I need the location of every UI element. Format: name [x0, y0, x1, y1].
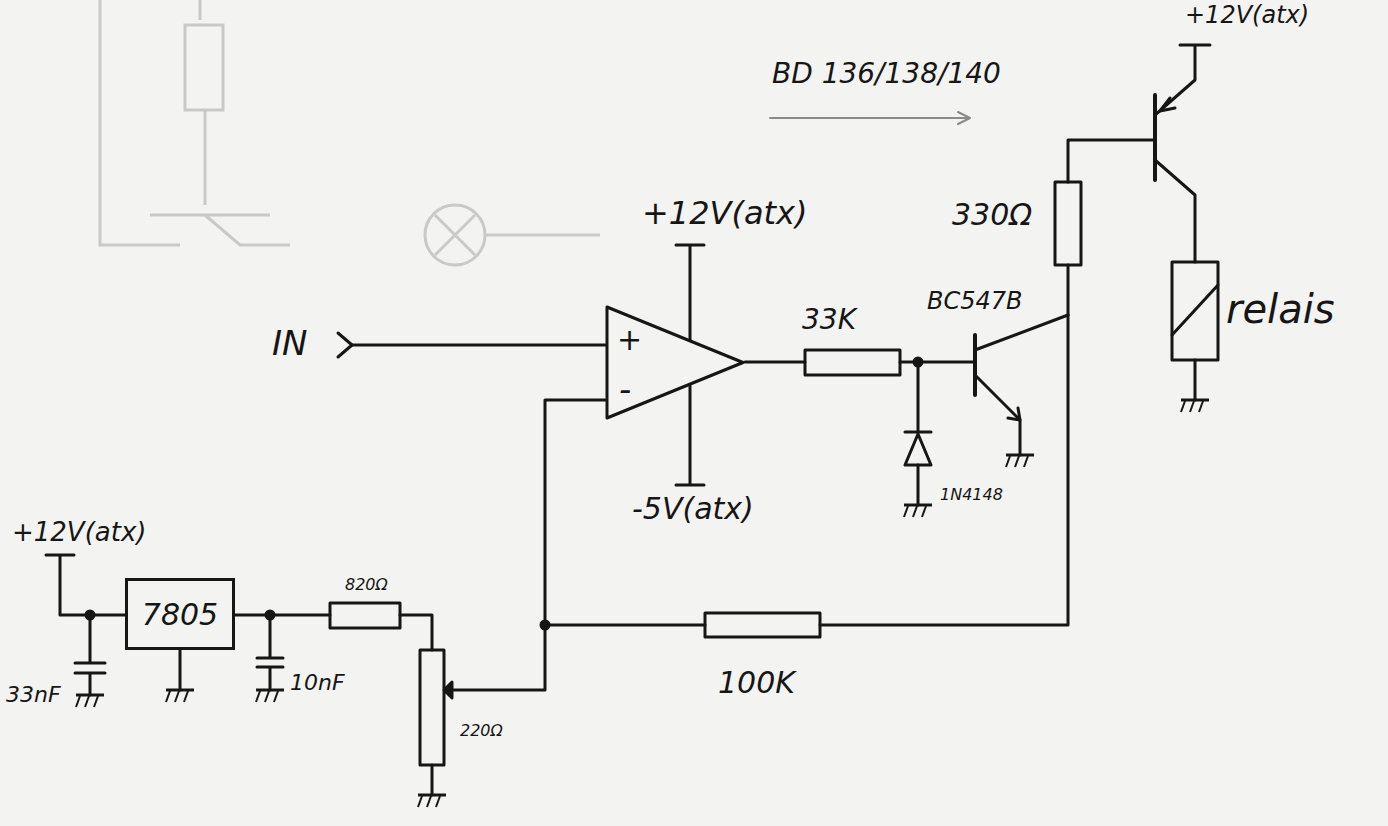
wire	[545, 624, 705, 627]
wire	[452, 400, 605, 690]
relay-coil	[1172, 285, 1218, 335]
transistor-arrow	[1160, 98, 1175, 111]
wire	[900, 361, 975, 364]
input-arrow	[338, 333, 352, 357]
wire	[179, 650, 182, 690]
relay-coil	[1172, 262, 1218, 360]
supply-rail	[676, 386, 704, 485]
pin-sign: +	[617, 323, 642, 356]
supply-label: -5V(atx)	[630, 492, 756, 527]
supply-label: +12V(atx)	[10, 518, 148, 548]
supply-label: +12V(atx)	[640, 195, 809, 232]
resistor-value: 330Ω	[950, 198, 1034, 233]
leader-arrow	[770, 112, 970, 124]
capacitor-symbol	[75, 615, 105, 695]
pin-sign: -	[619, 371, 631, 408]
capacitor-value: 33nF	[4, 682, 63, 707]
wire	[431, 765, 434, 795]
diode-symbol	[905, 434, 931, 465]
wire	[235, 614, 330, 617]
transistor-symbol	[1155, 45, 1210, 115]
part-number: BC547B	[925, 288, 1025, 316]
opamp-triangle: +-	[605, 305, 745, 420]
potentiometer-value: 220Ω	[458, 722, 505, 740]
resistor-value: 820Ω	[343, 576, 390, 594]
wire	[917, 465, 920, 505]
part-name: relais	[1224, 286, 1337, 332]
supply-label: +12V(atx)	[1183, 2, 1311, 30]
transistor-symbol	[973, 335, 977, 395]
transistor-arrow	[1008, 408, 1020, 420]
wire	[820, 315, 1068, 625]
signal-name: IN	[270, 324, 309, 363]
resistor-symbol	[705, 613, 820, 637]
resistor-symbol	[1055, 182, 1081, 265]
capacitor-symbol	[257, 615, 283, 690]
resistor-symbol	[330, 603, 400, 628]
part-number: 7805	[142, 598, 218, 631]
supply-rail	[46, 555, 125, 615]
wire	[1068, 140, 1155, 182]
capacitor-value: 10nF	[288, 670, 347, 695]
transistor-symbol	[975, 315, 1068, 350]
regulator-box: 7805	[125, 578, 235, 650]
transistor-symbol	[1153, 95, 1157, 180]
wire	[400, 615, 432, 650]
potentiometer-symbol	[420, 650, 444, 765]
resistor-value: 100K	[716, 666, 797, 701]
wire	[1067, 265, 1070, 315]
ghost-sketch	[100, 0, 600, 265]
supply-rail	[676, 245, 704, 340]
diode-symbol	[905, 362, 931, 432]
resistor-value: 33K	[800, 304, 858, 336]
wire	[745, 361, 805, 364]
wire	[1194, 360, 1197, 400]
resistor-symbol	[805, 350, 900, 375]
ground-symbols	[76, 400, 1209, 807]
part-number: 1N4148	[938, 486, 1005, 504]
transistor-symbol	[975, 375, 1020, 455]
part-number: BD 136/138/140	[770, 58, 1003, 90]
transistor-symbol	[1155, 160, 1195, 262]
wire	[352, 344, 605, 347]
